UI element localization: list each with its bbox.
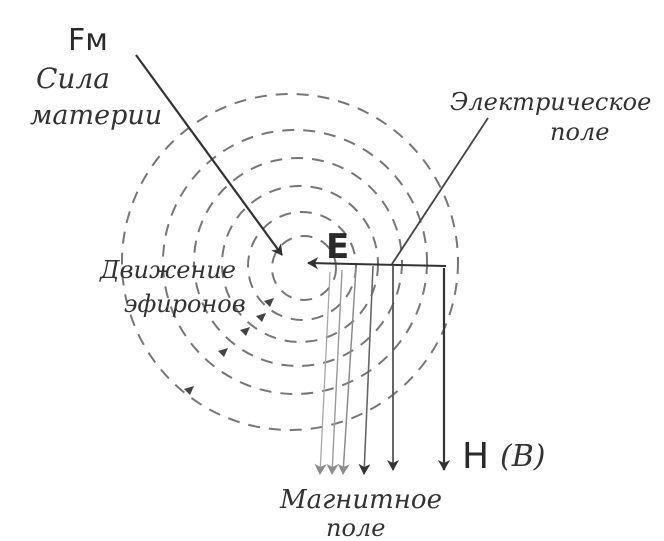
force-name-line2: материи <box>30 100 162 131</box>
motion-arrow-4 <box>256 313 266 322</box>
electron-motion-arrows <box>184 298 274 395</box>
field-circle-2 <box>162 129 428 395</box>
magnetic-arrow-3 <box>337 267 357 475</box>
field-circle-1 <box>121 93 459 431</box>
motion-arrow-5 <box>264 298 274 307</box>
magnetic-arrow-5 <box>314 271 331 475</box>
field-circle-6 <box>271 235 337 301</box>
force-symbol-label: Fм <box>68 23 108 58</box>
magnetic-field-line2: поле <box>326 514 385 541</box>
field-circle-3 <box>193 157 403 367</box>
electric-field-line2: поле <box>550 118 609 146</box>
motion-arrow-3 <box>240 327 250 336</box>
magnetic-field-arrows <box>314 265 450 475</box>
h-symbol-label: H <box>462 436 489 477</box>
motion-arrow-1 <box>184 386 194 395</box>
electron-motion-line1: Движение <box>99 256 236 284</box>
e-symbol-label: E <box>326 227 349 267</box>
force-name-line1: Сила <box>36 62 110 95</box>
b-symbol-label: (B) <box>500 439 545 474</box>
electron-motion-line2: эфиронов <box>124 290 246 318</box>
force-arrow <box>135 54 283 256</box>
field-circle-5 <box>247 211 357 321</box>
e-vector-arrow <box>307 257 447 270</box>
magnetic-arrow-2 <box>358 265 374 475</box>
electric-field-line1: Электрическое <box>450 88 651 116</box>
magnetic-field-line1: Магнитное <box>279 485 442 515</box>
motion-arrow-2 <box>218 348 228 357</box>
magnetic-arrow-4 <box>326 269 343 475</box>
electric-field-pointer <box>391 117 489 265</box>
